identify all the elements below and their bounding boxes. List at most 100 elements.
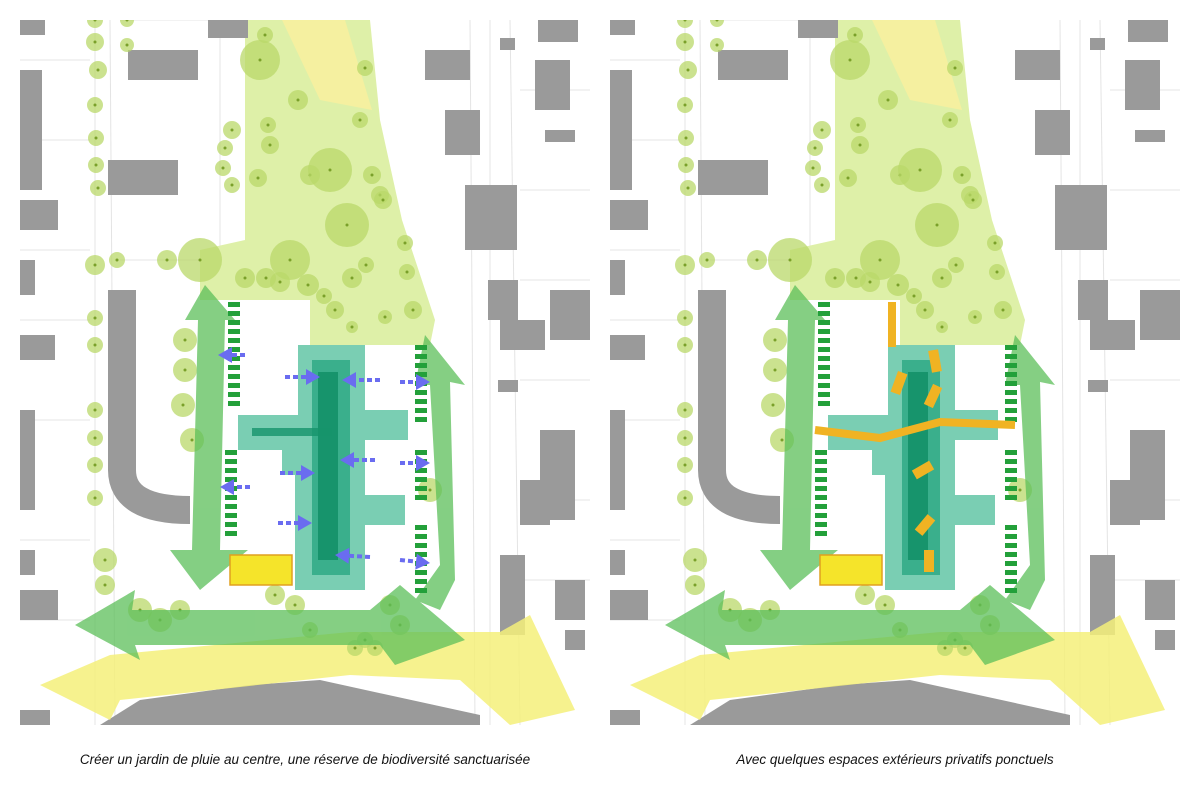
- blue-flow-arrow: [335, 547, 371, 564]
- drain-dash: [1005, 561, 1017, 566]
- drain-dash: [415, 372, 427, 377]
- drain-dash: [225, 531, 237, 536]
- plan-map-private-spaces: [610, 20, 1180, 725]
- drain-dash: [415, 534, 427, 539]
- drain-dash: [1005, 345, 1017, 350]
- drain-dash: [1005, 399, 1017, 404]
- drain-dash: [1005, 570, 1017, 575]
- drain-dash: [1005, 459, 1017, 464]
- drain-dash: [1005, 495, 1017, 500]
- water-flow-arrows: [218, 347, 430, 570]
- drain-dash: [1005, 468, 1017, 473]
- drain-dash: [225, 459, 237, 464]
- drain-dash: [415, 354, 427, 359]
- drain-dash: [415, 390, 427, 395]
- drain-dash: [415, 468, 427, 473]
- drain-dash: [228, 374, 240, 379]
- blue-flow-arrow: [220, 479, 250, 495]
- drain-dash: [815, 486, 827, 491]
- drain-dash: [228, 311, 240, 316]
- drain-dash: [815, 504, 827, 509]
- drain-dash: [1005, 408, 1017, 413]
- drain-dash: [1005, 477, 1017, 482]
- drain-dash: [1005, 543, 1017, 548]
- drain-dash: [415, 525, 427, 530]
- plan-map-rain-garden: [20, 20, 590, 725]
- drain-dash: [228, 338, 240, 343]
- caption-rain-garden: Créer un jardin de pluie au centre, une …: [79, 752, 531, 767]
- yellow-plot: [229, 554, 293, 586]
- drain-dash: [415, 450, 427, 455]
- drain-dash: [1005, 363, 1017, 368]
- drain-dash: [415, 543, 427, 548]
- drain-dash: [225, 495, 237, 500]
- drain-dash: [415, 486, 427, 491]
- drain-dash: [1005, 417, 1017, 422]
- caption-private-spaces: Avec quelques espaces extérieurs privati…: [736, 752, 1054, 767]
- blue-flow-arrow: [278, 515, 312, 531]
- drain-dash: [815, 459, 827, 464]
- drain-dash: [1005, 579, 1017, 584]
- drain-dash: [228, 401, 240, 406]
- drain-dash: [818, 311, 830, 316]
- green-corridor-arrows: [75, 285, 465, 665]
- drain-dash: [228, 347, 240, 352]
- drain-dash: [1005, 486, 1017, 491]
- drain-dash: [415, 408, 427, 413]
- drain-dash: [415, 345, 427, 350]
- drain-dash: [818, 302, 830, 307]
- drain-dash: [225, 468, 237, 473]
- drain-dash: [228, 383, 240, 388]
- drain-dash: [1005, 534, 1017, 539]
- drain-dash: [818, 338, 830, 343]
- drain-dash: [1005, 354, 1017, 359]
- drain-dash: [1005, 525, 1017, 530]
- drain-dash: [818, 356, 830, 361]
- drain-dash: [415, 579, 427, 584]
- drain-dash: [815, 450, 827, 455]
- drain-dash: [1005, 381, 1017, 386]
- drain-dash: [415, 417, 427, 422]
- drain-dash: [225, 477, 237, 482]
- drain-dash: [1005, 372, 1017, 377]
- blue-flow-arrow: [280, 465, 315, 481]
- drain-dash: [815, 495, 827, 500]
- drain-dash: [818, 320, 830, 325]
- drain-dash: [228, 356, 240, 361]
- blue-flow-arrow: [400, 455, 430, 471]
- drain-dash: [815, 522, 827, 527]
- drain-dash: [818, 329, 830, 334]
- drain-dash: [225, 522, 237, 527]
- blue-flow-arrow: [399, 553, 430, 570]
- drain-dash: [415, 570, 427, 575]
- drain-dash: [815, 531, 827, 536]
- drain-dash: [228, 302, 240, 307]
- drain-dash: [228, 329, 240, 334]
- blue-flow-arrow: [400, 374, 430, 390]
- blue-flow-arrow: [285, 369, 320, 385]
- drain-dash: [1005, 588, 1017, 593]
- drain-dash: [1005, 390, 1017, 395]
- drain-dash: [415, 399, 427, 404]
- drain-dash: [815, 513, 827, 518]
- drain-dash: [228, 392, 240, 397]
- blue-flow-arrow: [342, 372, 380, 388]
- drain-dash: [815, 468, 827, 473]
- drain-dash: [818, 392, 830, 397]
- drain-dash: [228, 320, 240, 325]
- blue-flow-arrow: [340, 452, 375, 468]
- stormwater-drain-dashes: [225, 302, 427, 593]
- drain-dash: [818, 383, 830, 388]
- drain-dash: [818, 365, 830, 370]
- private-paths: [814, 302, 1016, 572]
- drain-dash: [225, 450, 237, 455]
- drain-dash: [818, 401, 830, 406]
- drain-dash: [415, 477, 427, 482]
- drain-dash: [415, 363, 427, 368]
- drain-dash: [228, 365, 240, 370]
- drain-dash: [415, 495, 427, 500]
- drain-dash: [225, 513, 237, 518]
- drain-dash: [1005, 552, 1017, 557]
- drain-dash: [415, 588, 427, 593]
- drain-dash: [225, 504, 237, 509]
